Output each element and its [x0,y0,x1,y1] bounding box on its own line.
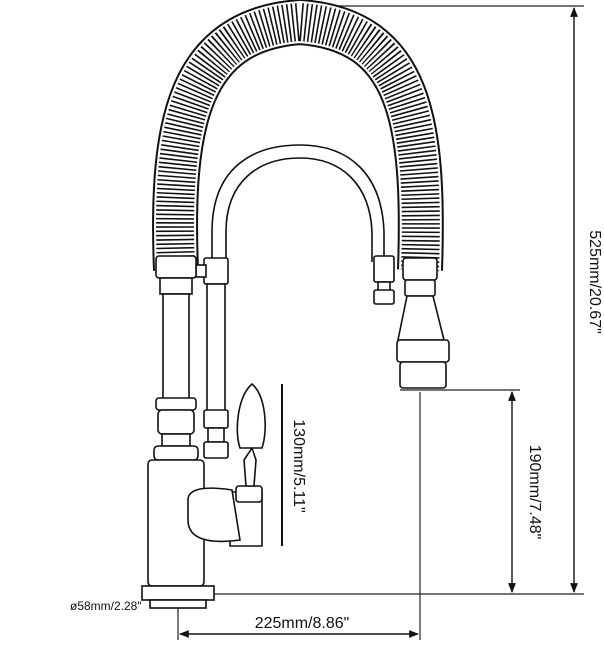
faucet-body [141,255,215,609]
gooseneck-spout [211,144,385,262]
spray-head [396,257,450,389]
reach-label: 225mm/8.86" [255,615,350,632]
handle-height-label: 130mm/5.11" [290,419,307,512]
spray-height-label: 190mm/7.48" [526,445,543,540]
nozzle-connector [373,255,395,305]
dimension-arrows [179,7,578,638]
spring-hose [152,0,444,271]
base-diameter-label: ø58mm/2.28" [70,599,142,613]
lever-handle [187,382,266,547]
extension-lines [177,5,584,640]
left-clip [195,257,229,459]
total-height-label: 525mm/20.67" [586,230,603,334]
